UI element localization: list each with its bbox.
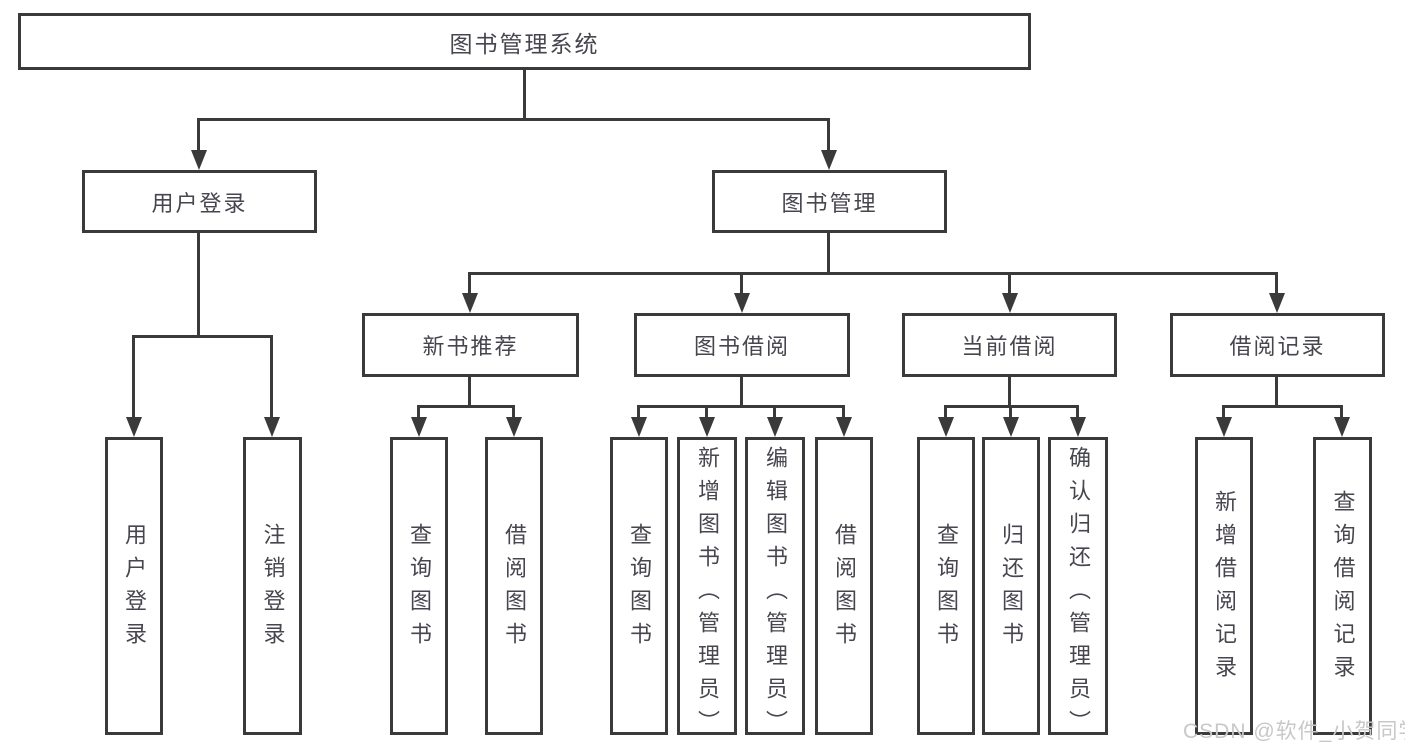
connector-root-drop [523, 70, 526, 118]
node-borrow-records-label: 借阅记录 [1229, 334, 1326, 359]
node-new-book-recommend: 新书推荐 [362, 313, 579, 377]
connector-leaf-drop [1222, 405, 1225, 419]
connector-leaf-drop [1340, 405, 1343, 419]
connector-group-branch [1222, 405, 1343, 408]
leaf-logout: 注销登录 [243, 437, 302, 735]
connector-leaf-drop [637, 405, 640, 419]
watermark: CSDN @软件_小贺同学 [1183, 720, 1405, 743]
connector-level2-drop-right [827, 118, 830, 152]
connector-leaf-drop [270, 335, 273, 419]
connector-leaf-drop [1009, 405, 1012, 419]
connector-group-branch [637, 405, 845, 408]
node-user-login-label: 用户登录 [151, 190, 248, 216]
leaf-query-books-recommend: 查询图书 [390, 437, 448, 735]
node-root: 图书管理系统 [18, 13, 1031, 70]
connector-current-borrow-drop [1008, 377, 1011, 408]
leaf-add-book-admin-label: 新增图书（管理员） [695, 446, 720, 743]
leaf-query-books-recommend-label: 查询图书 [407, 523, 432, 655]
arrow-down-icon [767, 417, 783, 437]
node-new-book-recommend-label: 新书推荐 [422, 334, 519, 359]
arrow-down-icon [264, 417, 280, 437]
connector-borrow-records-drop [1275, 377, 1278, 408]
arrow-down-icon [836, 417, 852, 437]
leaf-borrow-books-recommend-label: 借阅图书 [502, 523, 527, 655]
arrow-down-icon [1070, 417, 1086, 437]
leaf-user-login: 用户登录 [105, 437, 163, 735]
leaf-return-book: 归还图书 [982, 437, 1040, 735]
connector-book-borrow-drop [740, 377, 743, 408]
leaf-query-books-borrow: 查询图书 [610, 437, 668, 735]
leaf-edit-book-admin-label: 编辑图书（管理员） [763, 446, 788, 743]
leaf-edit-book-admin: 编辑图书（管理员） [745, 437, 805, 743]
connector-leaf-drop [944, 405, 947, 419]
connector-leaf-drop [512, 405, 515, 419]
connector-level3-drop [740, 272, 743, 295]
connector-level3-drop [1008, 272, 1011, 295]
connector-leaf-drop [1076, 405, 1079, 419]
connector-group-branch [417, 405, 515, 408]
leaf-query-books-current: 查询图书 [917, 437, 975, 735]
connector-user-login-branch [132, 335, 273, 338]
node-root-label: 图书管理系统 [449, 30, 600, 57]
arrow-down-icon [938, 417, 954, 437]
node-current-borrow-label: 当前借阅 [961, 334, 1058, 359]
leaf-logout-label: 注销登录 [260, 523, 286, 655]
arrow-down-icon [734, 293, 750, 313]
arrow-down-icon [506, 417, 522, 437]
connector-leaf-drop [132, 335, 135, 419]
connector-level3-drop [468, 272, 471, 295]
connector-leaf-drop [842, 405, 845, 419]
leaf-add-book-admin: 新增图书（管理员） [677, 437, 737, 743]
connector-leaf-drop [773, 405, 776, 419]
arrow-down-icon [1216, 417, 1232, 437]
connector-level2-branch [197, 118, 830, 121]
arrow-down-icon [462, 293, 478, 313]
leaf-confirm-return-admin: 确认归还（管理员） [1048, 437, 1108, 743]
connector-book-management-drop [827, 233, 830, 275]
leaf-query-borrow-record: 查询借阅记录 [1313, 437, 1372, 735]
connector-level3-branch [468, 272, 1278, 275]
leaf-user-login-label: 用户登录 [122, 523, 147, 655]
leaf-add-borrow-record-label: 新增借阅记录 [1212, 490, 1237, 688]
leaf-query-borrow-record-label: 查询借阅记录 [1330, 490, 1356, 688]
node-user-login: 用户登录 [82, 170, 317, 233]
leaf-add-borrow-record: 新增借阅记录 [1195, 437, 1253, 735]
leaf-return-book-label: 归还图书 [999, 523, 1024, 655]
connector-level2-drop-left [197, 118, 200, 152]
leaf-borrow-books: 借阅图书 [815, 437, 873, 735]
connector-leaf-drop [417, 405, 420, 419]
arrow-down-icon [126, 417, 142, 437]
leaf-query-books-current-label: 查询图书 [934, 523, 959, 655]
arrow-down-icon [1334, 417, 1350, 437]
connector-user-login-drop [197, 233, 200, 338]
leaf-query-books-borrow-label: 查询图书 [627, 523, 652, 655]
arrow-down-icon [411, 417, 427, 437]
node-book-borrow: 图书借阅 [634, 313, 850, 377]
leaf-borrow-books-recommend: 借阅图书 [485, 437, 543, 735]
connector-leaf-drop [705, 405, 708, 419]
arrow-down-icon [1003, 417, 1019, 437]
leaf-borrow-books-label: 借阅图书 [832, 523, 857, 655]
leaf-confirm-return-admin-label: 确认归还（管理员） [1066, 446, 1091, 743]
connector-new-book-drop [468, 377, 471, 408]
node-book-management: 图书管理 [712, 170, 947, 233]
arrow-down-icon [1002, 293, 1018, 313]
connector-level3-drop [1275, 272, 1278, 295]
node-book-borrow-label: 图书借阅 [693, 334, 790, 359]
arrow-down-icon [191, 150, 207, 170]
node-borrow-records: 借阅记录 [1170, 313, 1385, 377]
node-book-management-label: 图书管理 [781, 190, 878, 216]
arrow-down-icon [699, 417, 715, 437]
node-current-borrow: 当前借阅 [902, 313, 1117, 377]
arrow-down-icon [1269, 293, 1285, 313]
arrow-down-icon [631, 417, 647, 437]
arrow-down-icon [821, 150, 837, 170]
